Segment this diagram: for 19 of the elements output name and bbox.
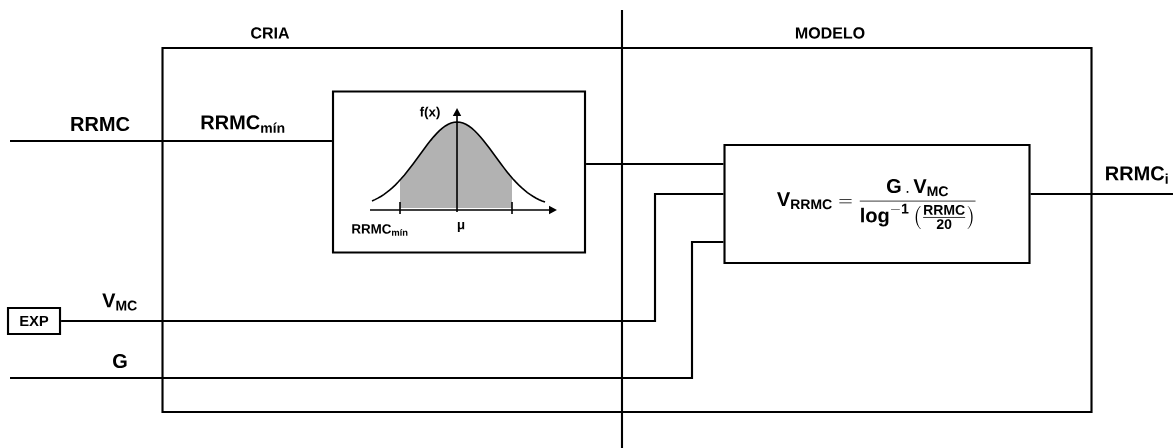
connector-line: [10, 139, 332, 143]
edge-label: G: [113, 353, 127, 369]
connector-line: [586, 162, 724, 166]
edge-label: RRMC$_{i}$: [1106, 166, 1168, 184]
axis-label: RRMC$_{mín}$: [350, 222, 410, 238]
heading: CRIA: [251, 27, 290, 39]
edge-label: RRMC: [71, 116, 130, 132]
connector-line: [10, 240, 724, 380]
chart-box: [331, 90, 587, 254]
model-box: [161, 46, 1093, 414]
formula-box: $\mathbf{V}_{\mathbf{RRMC}}=\frac{\mathbf{G\,.\,V}_{\mathbf{MC}}}{\mathbf{log}^{\mathbf{-1}}\left(\frac{\mathbf{RRMC}}{\mathbf{20}}\right)}$: [723, 143, 1031, 265]
edge-label: V$_{MC}$: [102, 293, 137, 311]
signal-label: RRMC$_{mín}$: [201, 115, 285, 133]
axis-label: f(x): [418, 105, 442, 121]
connector-line: [61, 192, 724, 323]
heading: MODELO: [795, 27, 865, 39]
axis-label: μ: [455, 220, 467, 234]
connector-line: [1030, 192, 1173, 196]
source-box: EXP: [6, 306, 62, 336]
